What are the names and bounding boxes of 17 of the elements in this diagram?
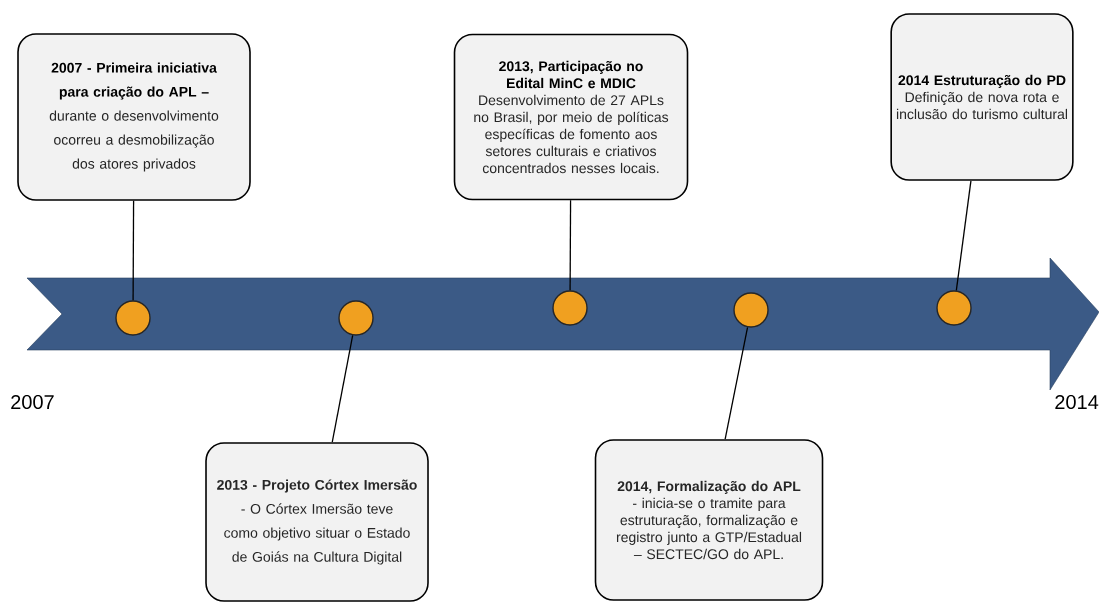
timeline-dot bbox=[115, 300, 151, 336]
event-box: 2013 - Projeto Córtex Imersão - O Córtex Imersão teve como objetivo situar o Estado de Goiás na Cultura Digital bbox=[205, 442, 429, 602]
connector-line bbox=[955, 180, 972, 292]
year-label: 2007 bbox=[11, 394, 54, 410]
connector-line bbox=[331, 334, 354, 443]
connector-line bbox=[132, 200, 135, 301]
event-box: 2014, Formalização do APL - inicia-se o tramite para estruturação, formalização e registro junto a GTP/Estadual – SECTEC/GO do APL. bbox=[594, 439, 824, 601]
connector-line bbox=[569, 199, 572, 291]
timeline-dot bbox=[338, 300, 374, 336]
connector-line bbox=[724, 326, 749, 440]
timeline-dot bbox=[733, 292, 769, 328]
timeline-dot bbox=[552, 290, 588, 326]
event-box: 2014 Estruturação do PD Definição de nova rota e inclusão do turismo cultural bbox=[890, 13, 1074, 181]
year-label: 2014 bbox=[1055, 394, 1099, 410]
event-box: 2007 - Primeira iniciativa para criação do APL – durante o desenvolvimento ocorreu a desmobilização dos atores privados bbox=[17, 33, 251, 201]
event-box: 2013, Participação no Edital MinC e MDIC Desenvolvimento de 27 APLs no Brasil, por meio de políticas específicas de fomento aos setores culturais e criativos concentrados nesses locais. bbox=[453, 33, 689, 201]
timeline-dot bbox=[936, 290, 972, 326]
